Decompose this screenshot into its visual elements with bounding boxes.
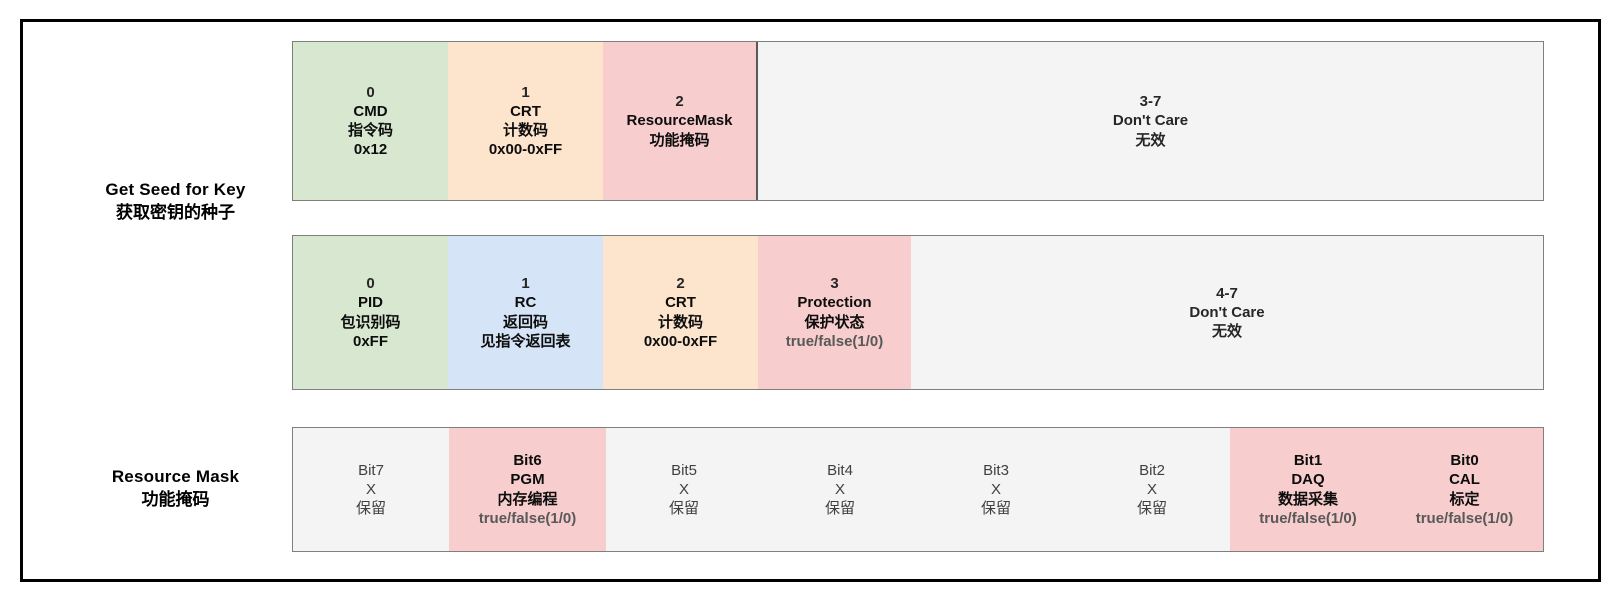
byte-index: 0	[366, 83, 375, 101]
bit-cell-bit4: Bit4 X 保留	[762, 428, 918, 551]
request-frame-row: 0 CMD 指令码 0x12 1 CRT 计数码 0x00-0xFF 2 Res…	[292, 41, 1544, 201]
byte-name-cn: 功能掩码	[649, 131, 710, 149]
byte-index: 3-7	[1139, 93, 1162, 111]
bit-value: true/false(1/0)	[478, 509, 577, 527]
bit-cell-bit1: Bit1 DAQ 数据采集 true/false(1/0)	[1230, 428, 1386, 551]
bit-index: Bit3	[983, 461, 1009, 479]
byte-value: 0xFF	[352, 332, 388, 350]
bit-name-cn: 保留	[668, 500, 699, 518]
byte-name: Protection	[797, 294, 872, 312]
resource-mask-row: Bit7 X 保留 Bit6 PGM 内存编程 true/false(1/0) …	[292, 427, 1544, 552]
bit-index: Bit0	[1450, 452, 1479, 470]
response-byte-cell-2: 2 CRT 计数码 0x00-0xFF	[603, 236, 758, 389]
bit-name-cn: 内存编程	[497, 490, 558, 508]
request-byte-cell-2: 2 ResourceMask 功能掩码	[603, 42, 756, 200]
bit-name: X	[365, 480, 376, 498]
bit-name: PGM	[510, 471, 545, 489]
byte-value: 0x00-0xFF	[488, 141, 563, 159]
response-byte-cell-3: 3 Protection 保护状态 true/false(1/0)	[758, 236, 911, 389]
diagram-outer-frame: Get Seed for Key 获取密钥的种子 Resource Mask 功…	[20, 19, 1601, 582]
byte-name-cn: 包识别码	[340, 313, 401, 331]
bit-name: DAQ	[1291, 471, 1325, 489]
byte-name-cn: 无效	[1211, 323, 1242, 341]
byte-name: RC	[514, 294, 537, 312]
response-byte-cell-1: 1 RC 返回码 见指令返回表	[448, 236, 603, 389]
byte-index: 3	[830, 275, 839, 293]
byte-name-cn: 计数码	[502, 122, 548, 139]
byte-value: 0x00-0xFF	[643, 332, 718, 350]
row-label-mask-en: Resource Mask	[111, 467, 240, 486]
byte-index: 4-7	[1216, 284, 1238, 302]
byte-value: 0x12	[353, 141, 388, 159]
byte-name: PID	[357, 294, 383, 312]
bit-cell-bit7: Bit7 X 保留	[293, 428, 449, 551]
bit-name-cn: 保留	[1136, 500, 1167, 518]
byte-name: ResourceMask	[626, 112, 733, 130]
response-frame-row: 0 PID 包识别码 0xFF 1 RC 返回码 见指令返回表 2 CRT 计数…	[292, 235, 1544, 390]
bit-cell-bit6: Bit6 PGM 内存编程 true/false(1/0)	[449, 428, 606, 551]
byte-name: Don't Care	[1112, 112, 1189, 130]
bit-index: Bit1	[1293, 452, 1323, 470]
bit-cell-bit2: Bit2 X 保留	[1074, 428, 1230, 551]
bit-index: Bit7	[358, 461, 384, 479]
byte-value: 见指令返回表	[480, 332, 571, 350]
bit-name: X	[678, 480, 689, 498]
byte-index: 2	[675, 93, 684, 111]
bit-value: true/false(1/0)	[1415, 509, 1514, 527]
bit-index: Bit2	[1139, 461, 1165, 479]
bit-value: true/false(1/0)	[1259, 509, 1357, 527]
bit-index: Bit5	[671, 461, 697, 479]
request-byte-cell-1: 1 CRT 计数码 0x00-0xFF	[448, 42, 603, 200]
row-label-seed-zh: 获取密钥的种子	[116, 202, 235, 222]
bit-name-cn: 标定	[1449, 490, 1480, 508]
byte-name: CRT	[665, 294, 696, 312]
response-dont-care-cell: 4-7 Don't Care 无效	[911, 236, 1543, 389]
bit-name-cn: 保留	[355, 500, 386, 518]
bit-name: X	[990, 480, 1001, 498]
bit-name: X	[834, 480, 845, 498]
byte-index: 1	[521, 83, 530, 101]
byte-index: 1	[521, 275, 530, 293]
bit-name-cn: 保留	[824, 500, 855, 518]
byte-name-cn: 指令码	[347, 122, 393, 139]
byte-name: CMD	[353, 102, 388, 120]
byte-name: CRT	[510, 102, 541, 120]
bit-name-cn: 保留	[980, 500, 1011, 518]
byte-name-cn: 返回码	[502, 313, 548, 331]
bit-name-cn: 数据采集	[1277, 490, 1338, 508]
bit-name: CAL	[1449, 471, 1480, 489]
byte-index: 2	[676, 275, 685, 293]
row-label-resource-mask: Resource Mask 功能掩码	[63, 466, 288, 512]
request-dont-care-cell: 3-7 Don't Care 无效	[756, 42, 1543, 200]
response-byte-cell-0: 0 PID 包识别码 0xFF	[293, 236, 448, 389]
row-label-seed-en: Get Seed for Key	[105, 180, 246, 199]
byte-name: Don't Care	[1189, 303, 1265, 321]
byte-value: true/false(1/0)	[785, 332, 884, 350]
bit-index: Bit4	[827, 461, 853, 479]
row-label-get-seed-for-key: Get Seed for Key 获取密钥的种子	[63, 179, 288, 225]
byte-index: 0	[366, 275, 375, 293]
byte-name-cn: 保护状态	[804, 313, 865, 331]
bit-index: Bit6	[513, 452, 542, 470]
bit-cell-bit0: Bit0 CAL 标定 true/false(1/0)	[1386, 428, 1543, 551]
bit-cell-bit3: Bit3 X 保留	[918, 428, 1074, 551]
bit-name: X	[1146, 480, 1157, 498]
row-label-mask-zh: 功能掩码	[141, 489, 210, 509]
request-byte-cell-0: 0 CMD 指令码 0x12	[293, 42, 448, 200]
byte-name-cn: 计数码	[657, 313, 703, 331]
byte-name-cn: 无效	[1135, 131, 1166, 149]
bit-cell-bit5: Bit5 X 保留	[606, 428, 762, 551]
